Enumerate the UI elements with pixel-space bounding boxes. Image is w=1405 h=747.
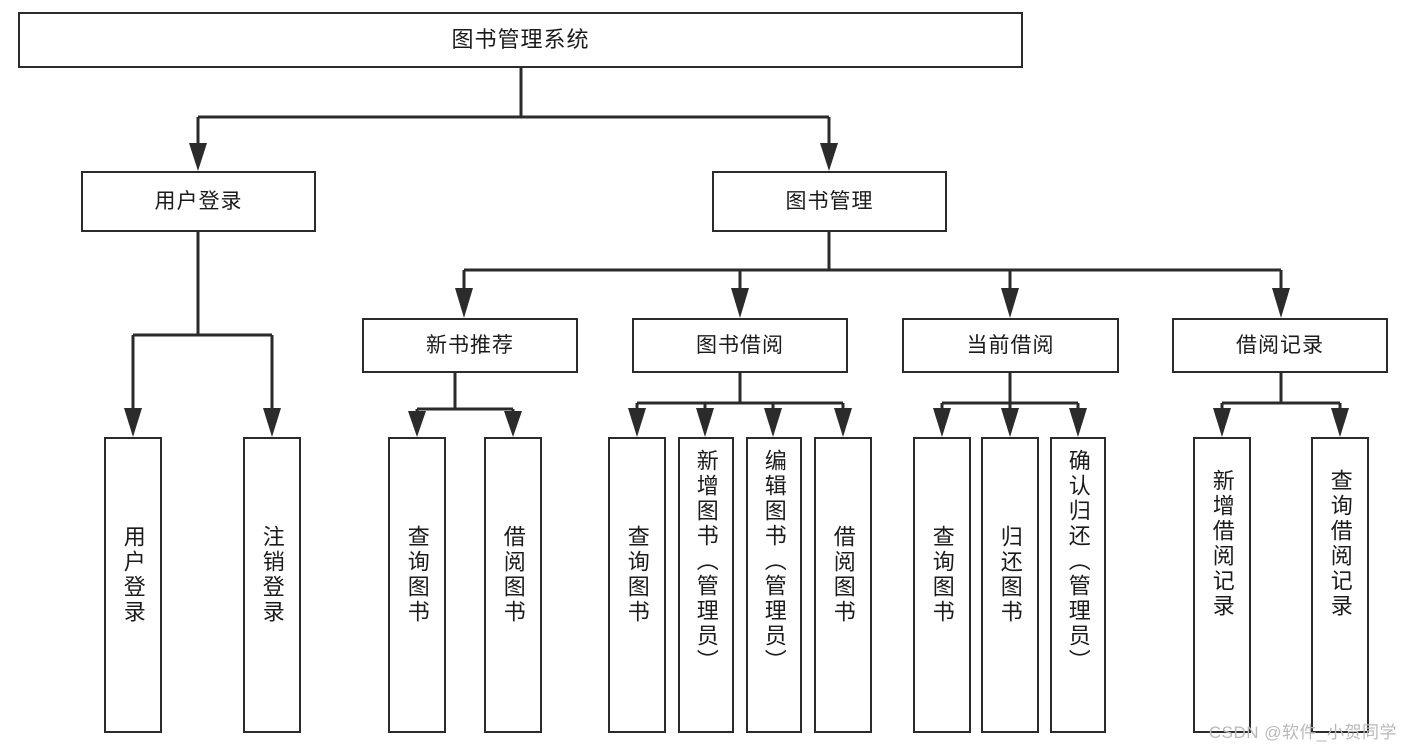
leaf-label: 用户登录 — [120, 525, 146, 625]
leaf-label: 编辑图书（管理员） — [761, 449, 787, 674]
node-current-borrow[interactable]: 当前借阅 — [902, 318, 1119, 373]
leaf-current-query-book[interactable]: 查询图书 — [913, 437, 971, 733]
node-label: 借阅记录 — [1236, 333, 1324, 357]
node-book-borrow[interactable]: 图书借阅 — [632, 318, 848, 373]
leaf-borrow-edit-book-admin[interactable]: 编辑图书（管理员） — [746, 437, 802, 733]
leaf-recommend-query-book[interactable]: 查询图书 — [388, 437, 446, 733]
leaf-label: 查询图书 — [624, 525, 650, 625]
leaf-borrow-add-book-admin[interactable]: 新增图书（管理员） — [678, 437, 734, 733]
leaf-label: 注销登录 — [259, 525, 285, 625]
node-label: 图书借阅 — [696, 333, 784, 357]
leaf-record-add-record[interactable]: 新增借阅记录 — [1193, 437, 1251, 733]
node-label: 当前借阅 — [966, 333, 1055, 357]
leaf-current-confirm-return-admin[interactable]: 确认归还（管理员） — [1050, 437, 1106, 733]
leaf-label: 借阅图书 — [830, 525, 856, 625]
node-label: 用户登录 — [154, 189, 243, 213]
leaf-borrow-borrow-book[interactable]: 借阅图书 — [814, 437, 872, 733]
watermark-text: CSDN @软件_小贺同学 — [1208, 723, 1397, 742]
node-book-management[interactable]: 图书管理 — [712, 171, 947, 232]
node-root-system[interactable]: 图书管理系统 — [18, 12, 1023, 68]
leaf-user-login-signout[interactable]: 注销登录 — [243, 437, 301, 733]
leaf-current-return-book[interactable]: 归还图书 — [981, 437, 1039, 733]
node-label: 新书推荐 — [426, 333, 514, 357]
leaf-label: 查询图书 — [404, 525, 430, 625]
node-new-book-recommend[interactable]: 新书推荐 — [362, 318, 578, 373]
node-borrow-record[interactable]: 借阅记录 — [1172, 318, 1388, 373]
leaf-label: 查询图书 — [929, 525, 955, 625]
leaf-label: 归还图书 — [997, 525, 1023, 625]
leaf-record-query-record[interactable]: 查询借阅记录 — [1311, 437, 1369, 733]
leaf-label: 查询借阅记录 — [1327, 469, 1353, 619]
leaf-label: 新增借阅记录 — [1209, 469, 1235, 619]
node-label: 图书管理 — [785, 189, 874, 213]
leaf-recommend-borrow-book[interactable]: 借阅图书 — [484, 437, 542, 733]
leaf-label: 借阅图书 — [500, 525, 526, 625]
leaf-borrow-query-book[interactable]: 查询图书 — [608, 437, 666, 733]
leaf-label: 确认归还（管理员） — [1065, 449, 1091, 674]
leaf-user-login-signin[interactable]: 用户登录 — [104, 437, 162, 733]
node-label: 图书管理系统 — [451, 26, 590, 52]
node-user-login[interactable]: 用户登录 — [81, 171, 316, 232]
leaf-label: 新增图书（管理员） — [693, 449, 719, 674]
